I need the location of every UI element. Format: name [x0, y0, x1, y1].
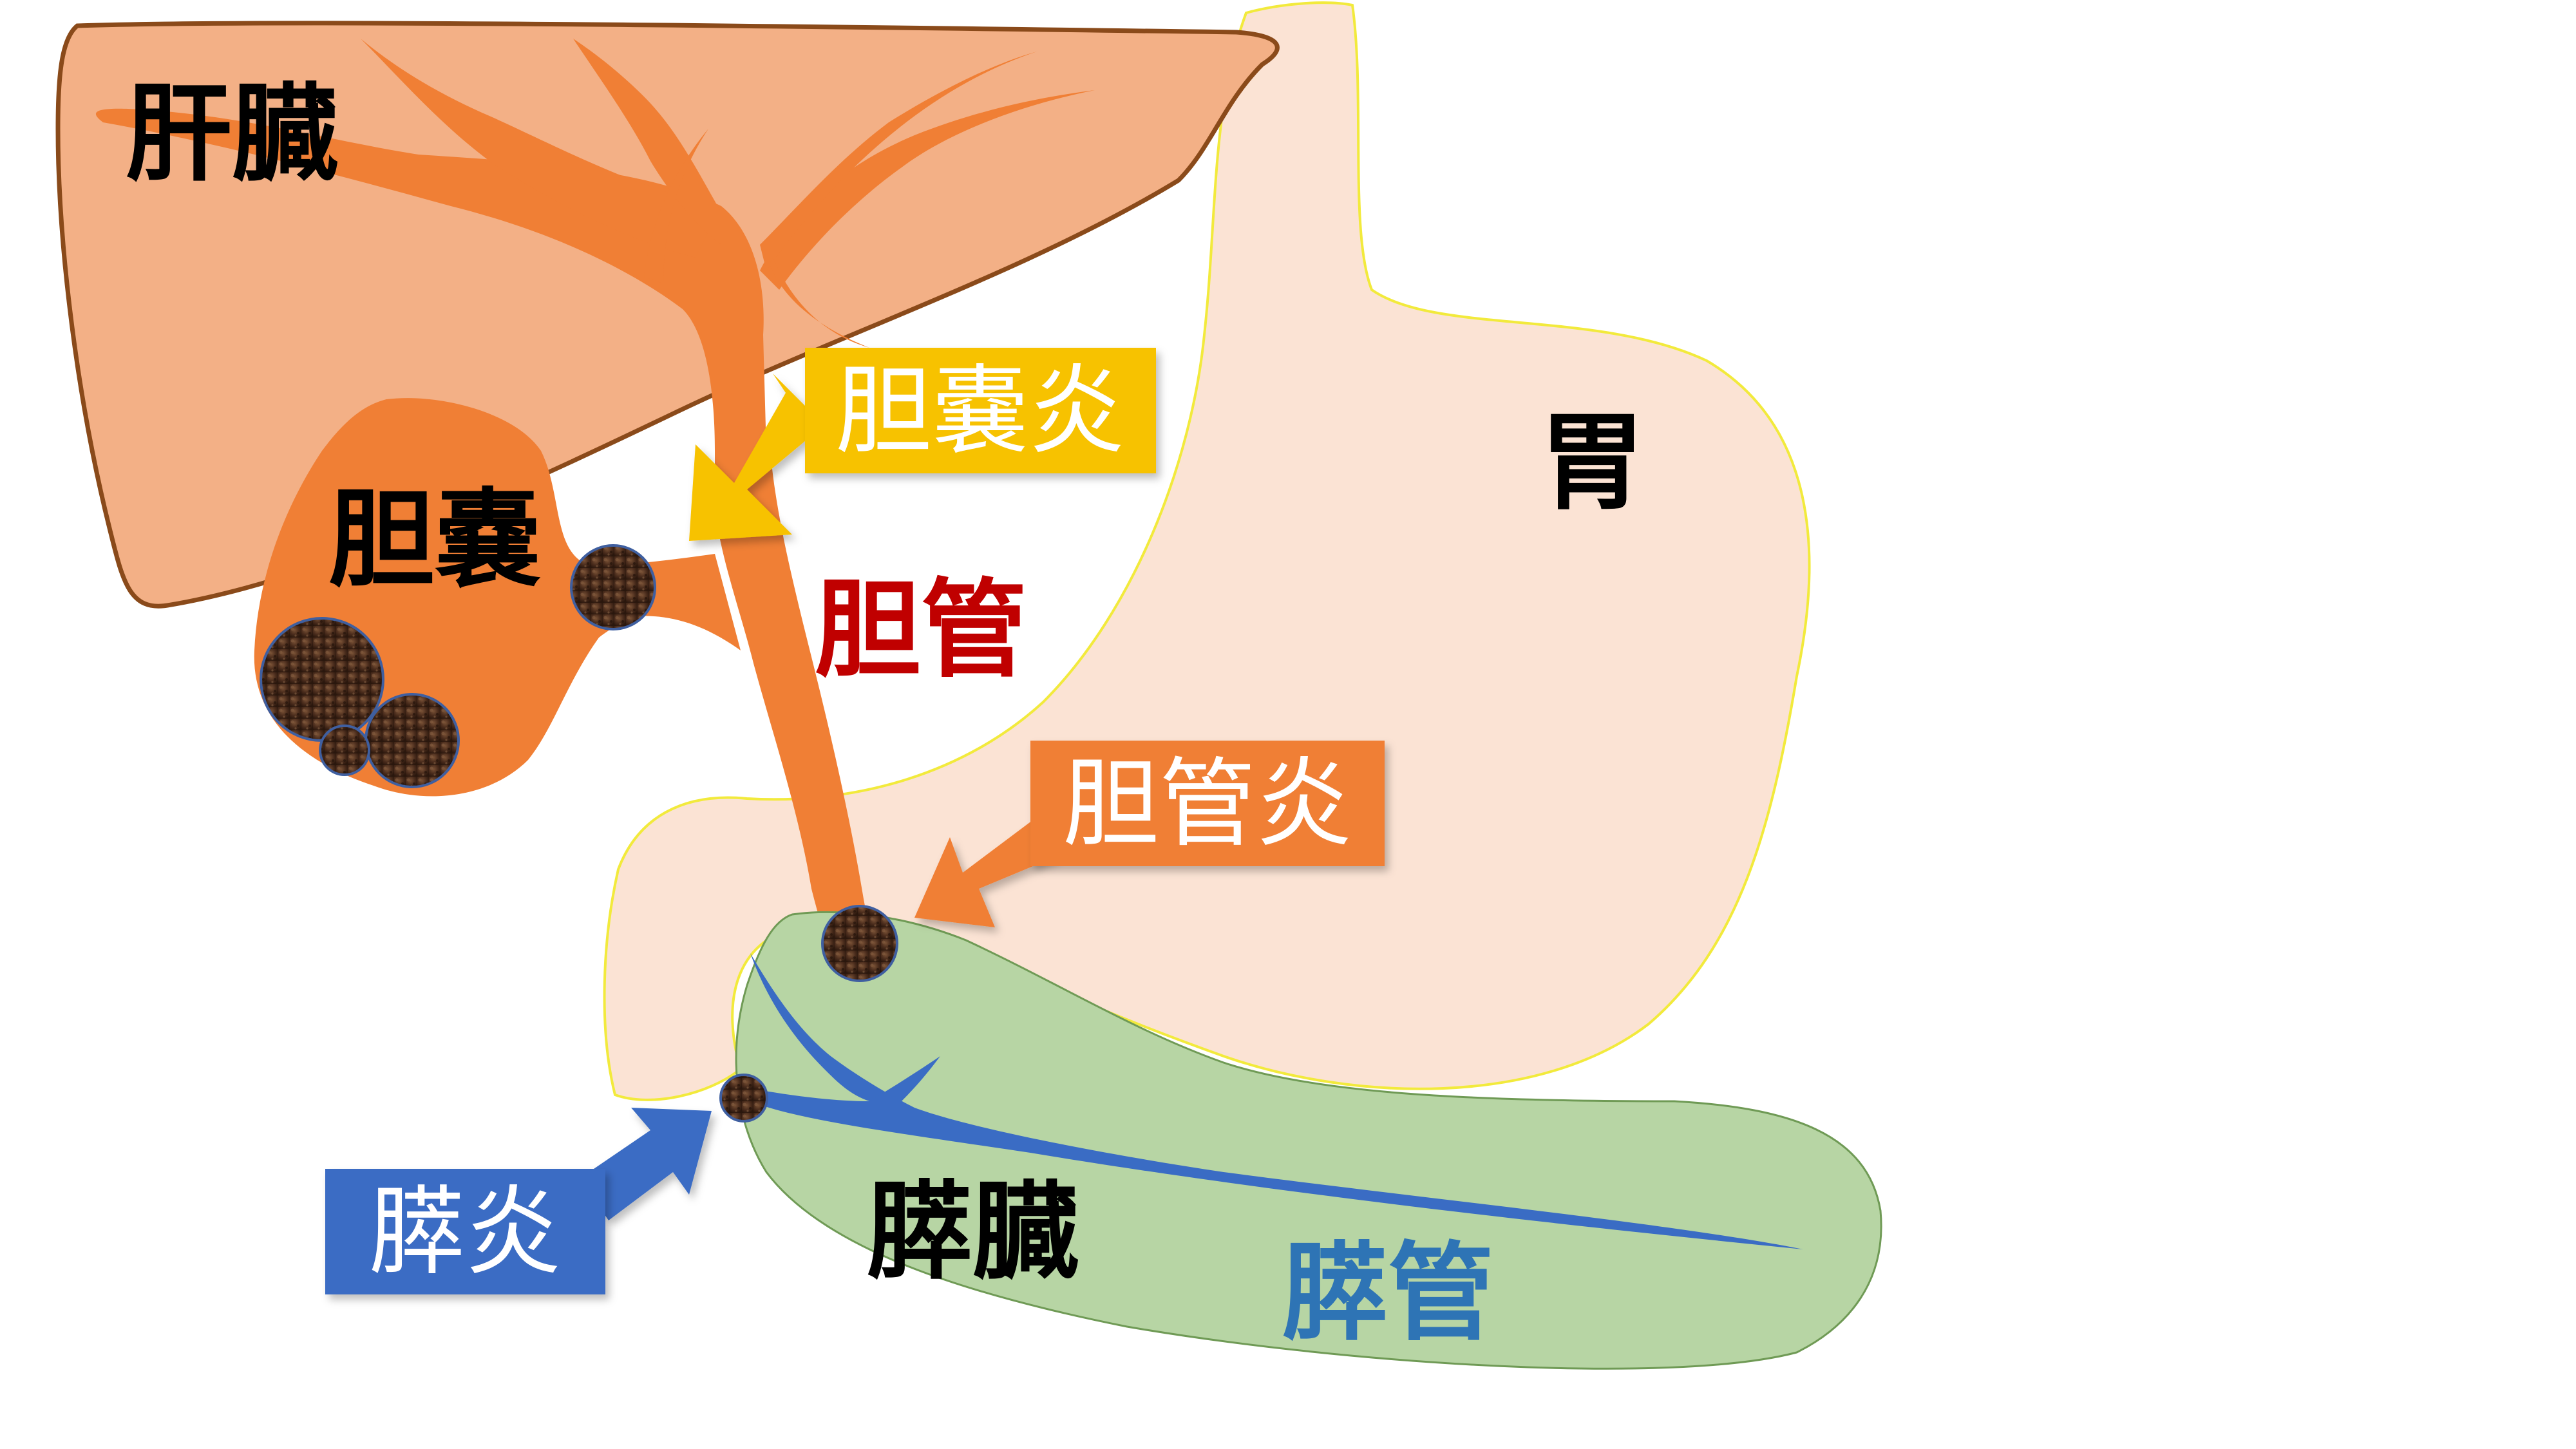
cholangitis-callout-box	[1030, 741, 1385, 866]
pancreatitis-arrow	[580, 1108, 712, 1220]
gallstone-cystic-duct	[570, 544, 656, 630]
cholangitis-callout-text: 胆管炎	[1063, 748, 1352, 860]
pancreatic-duct-label: 膵管	[1282, 1231, 1494, 1355]
hepatic-ducts	[95, 39, 1095, 451]
pancreatitis-callout-text: 膵炎	[368, 1177, 562, 1289]
pancreas-label: 膵臓	[866, 1170, 1079, 1294]
gallstone	[319, 724, 370, 776]
liver-label: 肝臓	[126, 72, 338, 196]
gallstone	[260, 617, 384, 742]
pancreatitis-callout-box	[325, 1169, 605, 1294]
bile-duct-label: 胆管	[815, 568, 1027, 692]
cholecystitis-callout-text: 胆嚢炎	[835, 355, 1125, 468]
cholangitis-arrow	[914, 815, 1056, 927]
gallbladder-label: 胆嚢	[328, 478, 541, 601]
gallstone	[365, 693, 460, 788]
gallstones	[260, 544, 898, 1122]
cholecystitis-callout-box	[805, 348, 1156, 473]
cholecystitis-arrow	[689, 374, 824, 541]
pancreas	[735, 911, 1882, 1370]
gallstone-papilla	[719, 1074, 768, 1122]
gallstone-common-bile-duct	[821, 905, 898, 982]
stomach-label: 胃	[1539, 401, 1645, 524]
pancreatic-duct	[750, 953, 1803, 1249]
